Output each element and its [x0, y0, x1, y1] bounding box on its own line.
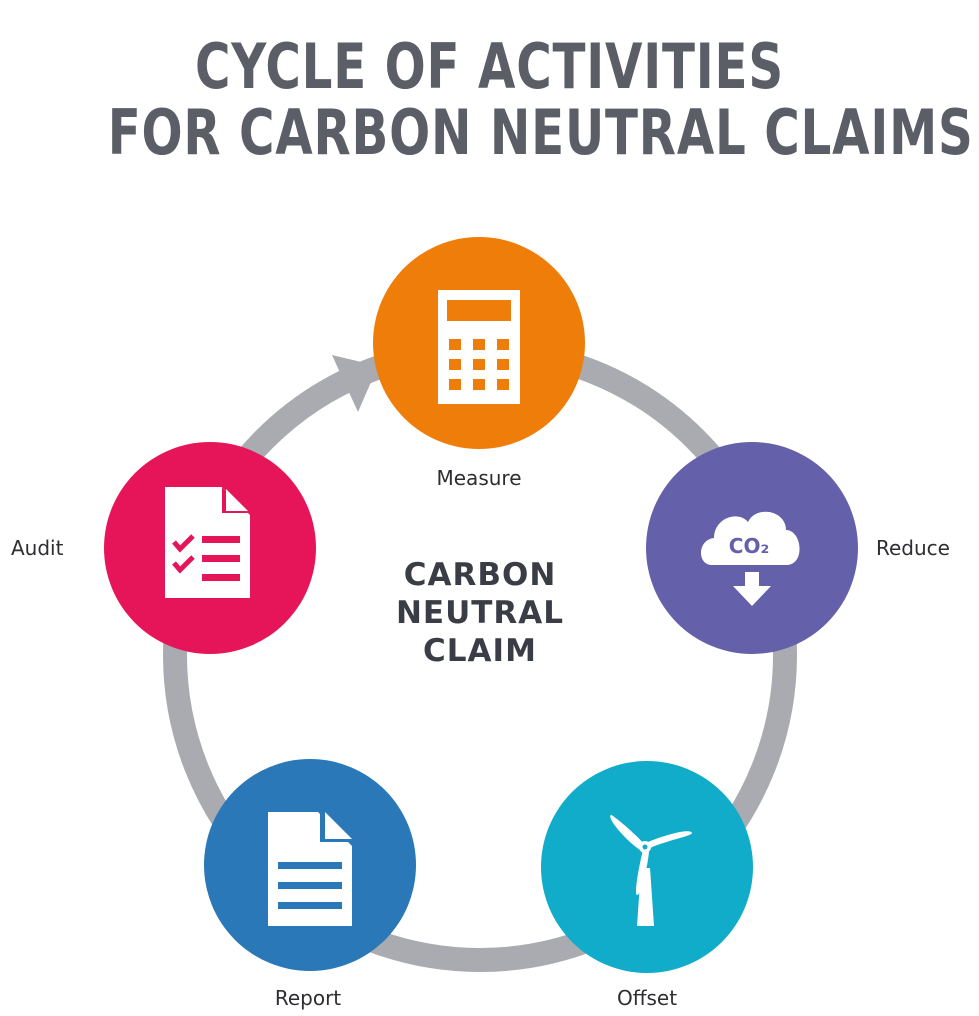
label-offset: Offset — [616, 986, 678, 1010]
step-report — [204, 759, 416, 971]
label-measure: Measure — [436, 466, 522, 490]
center-claim: CARBON NEUTRAL CLAIM — [330, 556, 630, 670]
label-audit: Audit — [11, 536, 64, 560]
step-offset — [541, 761, 753, 973]
center-line-2: NEUTRAL — [395, 595, 565, 631]
checklist-icon — [165, 487, 250, 598]
cycle-arrow-head — [332, 355, 378, 412]
center-line-1: CARBON — [403, 557, 557, 593]
label-reduce: Reduce — [876, 536, 950, 560]
center-line-3: CLAIM — [423, 633, 537, 669]
step-reduce: CO₂ — [646, 442, 858, 654]
label-report: Report — [274, 986, 342, 1010]
title-line-1: CYCLE OF ACTIVITIES — [195, 30, 784, 103]
calculator-icon — [438, 290, 520, 404]
step-audit — [104, 442, 316, 654]
diagram-title: CYCLE OF ACTIVITIES FOR CARBON NEUTRAL C… — [107, 30, 974, 169]
document-icon — [268, 812, 352, 926]
co2-cloud-down-arrow-icon: CO₂ — [700, 511, 800, 606]
title-line-2: FOR CARBON NEUTRAL CLAIMS — [107, 96, 974, 169]
step-measure — [373, 237, 585, 449]
svg-text:CO₂: CO₂ — [729, 534, 769, 558]
wind-turbine-icon — [610, 814, 692, 926]
